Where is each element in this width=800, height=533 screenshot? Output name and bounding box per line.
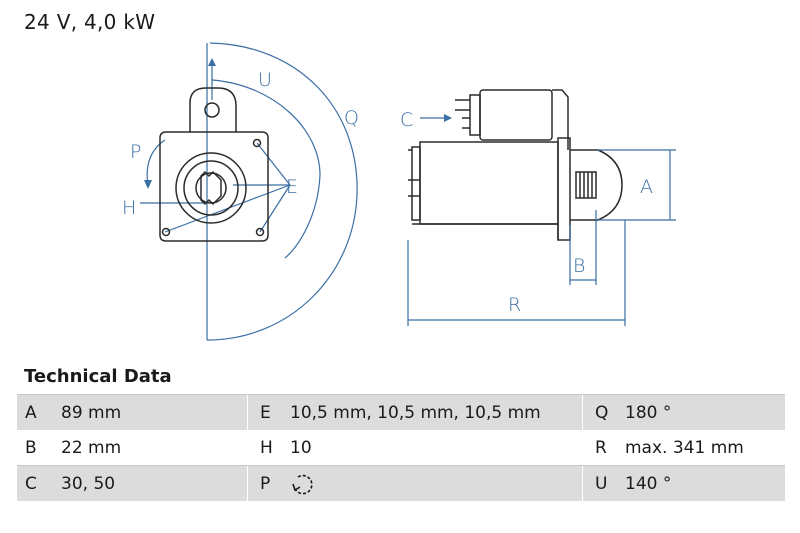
arc-u [211, 79, 321, 259]
row-key: R [583, 430, 625, 466]
technical-data-table: A 89 mm E 10,5 mm, 10,5 mm, 10,5 mm Q 18… [17, 394, 785, 501]
label-r: R [508, 294, 521, 316]
row-key: U [583, 465, 625, 501]
label-b: B [573, 255, 585, 277]
side-dimensions [407, 114, 676, 326]
row-key: B [17, 430, 61, 466]
table-row: C 30, 50 P U 140 ° [17, 465, 785, 501]
label-u: U [258, 69, 272, 91]
row-value: 10,5 mm, 10,5 mm, 10,5 mm [290, 394, 582, 430]
row-key: E [248, 394, 290, 430]
solenoid [479, 89, 553, 141]
drive-end [570, 149, 623, 221]
table-row: A 89 mm E 10,5 mm, 10,5 mm, 10,5 mm Q 18… [17, 394, 785, 430]
row-value: 22 mm [61, 430, 247, 466]
side-view [408, 89, 623, 241]
flange [159, 131, 269, 242]
starter-motor-diagram: U Q C P H E A B R [122, 42, 676, 341]
table-row: B 22 mm H 10 R max. 341 mm [17, 430, 785, 466]
page-title: 24 V, 4,0 kW [24, 10, 156, 34]
label-h: H [122, 197, 136, 219]
arc-q [206, 42, 358, 341]
row-value: max. 341 mm [625, 430, 785, 466]
pinion-gear [200, 170, 222, 206]
leader-e1 [256, 142, 291, 186]
row-value [290, 465, 582, 501]
label-p: P [130, 141, 141, 163]
arc-p [146, 139, 166, 186]
pinion-side [575, 171, 597, 199]
row-value: 140 ° [625, 465, 785, 501]
row-value: 10 [290, 430, 582, 466]
rotation-counterclockwise-icon [292, 474, 313, 494]
bolt-hole [161, 227, 171, 237]
section-title: Technical Data [24, 366, 172, 387]
row-key: Q [583, 394, 625, 430]
front-view [159, 87, 269, 242]
label-c: C [400, 109, 413, 131]
row-value: 180 ° [625, 394, 785, 430]
label-a: A [640, 176, 653, 198]
row-key: C [17, 465, 61, 501]
leader-e3 [259, 184, 291, 233]
label-e: E [286, 176, 298, 198]
label-q: Q [344, 107, 359, 129]
bolt-hole [252, 138, 262, 148]
motor-housing [419, 141, 559, 225]
angle-arcs [140, 42, 358, 341]
row-key: H [248, 430, 290, 466]
row-key: A [17, 394, 61, 430]
bolt-hole [255, 227, 265, 237]
row-value: 30, 50 [61, 465, 247, 501]
mounting-ear [189, 87, 237, 132]
row-value: 89 mm [61, 394, 247, 430]
row-key: P [248, 465, 290, 501]
